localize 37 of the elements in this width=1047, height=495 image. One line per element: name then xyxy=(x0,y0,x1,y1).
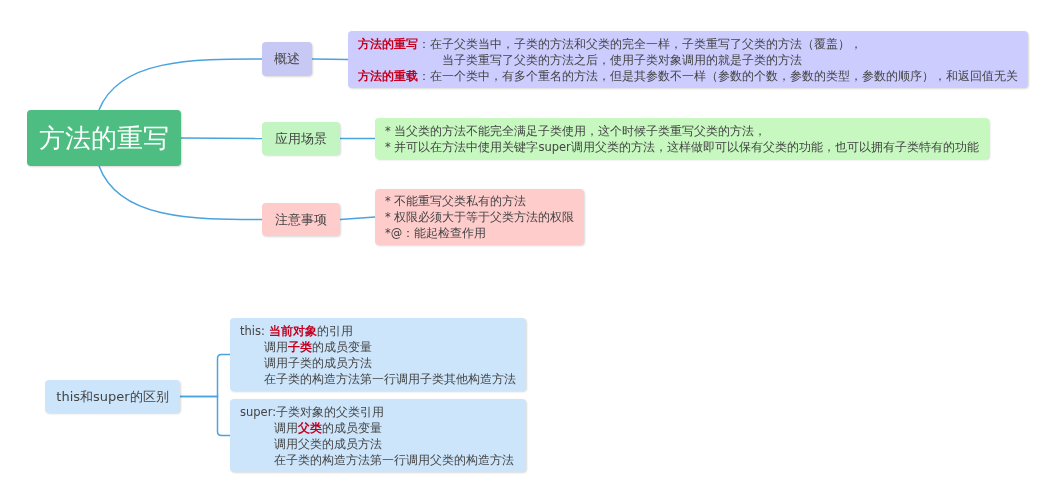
text-line: this和super的区别 xyxy=(56,387,169,406)
text-line: 方法的重载：在一个类中，有多个重名的方法，但是其参数不一样（参数的个数，参数的类型，参数的顺序），和返回值无关 xyxy=(358,67,1018,84)
topic-box xyxy=(262,122,340,155)
topic-box xyxy=(262,203,340,236)
text-line: 当子类重写了父类的方法之后，使用子类对象调用的就是子类的方法 xyxy=(441,51,802,68)
connector-line xyxy=(98,165,263,221)
text-line: * 不能重写父类私有的方法 xyxy=(385,193,527,209)
text-line: * 并可以在方法中使用关键字super调用父类的方法，这样做即可以保有父类的功能，也可以拥有子类特有的功能 xyxy=(385,138,979,155)
text-line: * 当父类的方法不能完全满足子类使用，这个时候子类重写父类的方法， xyxy=(385,122,767,139)
text-line: this: 当前对象的引用 xyxy=(240,322,353,339)
note-box xyxy=(230,399,526,472)
topic-box xyxy=(262,42,312,76)
note-box xyxy=(348,31,1028,88)
connector-line xyxy=(339,137,376,140)
note-box xyxy=(375,189,584,245)
text-line: 注意事项 xyxy=(275,210,327,229)
connector-line xyxy=(98,58,263,111)
text-line: 调用父类的成员方法 xyxy=(273,435,382,452)
text-line: *@：能起检查作用 xyxy=(385,225,487,241)
text-line: 调用子类的成员变量 xyxy=(263,338,372,355)
text-line: 在子类的构造方法第一行调用父类的构造方法 xyxy=(273,451,514,468)
text-line: 调用子类的成员方法 xyxy=(263,354,372,371)
central-topic xyxy=(27,110,181,166)
text-line: * 权限必须大于等于父类方法的权限 xyxy=(385,209,575,225)
text-line: 概述 xyxy=(274,50,300,68)
topic-box xyxy=(45,380,180,413)
connector-line xyxy=(311,58,349,61)
text-line: 应用场景 xyxy=(275,129,327,148)
text-line: 调用父类的成员变量 xyxy=(273,419,382,436)
text-line: super:子类对象的父类引用 xyxy=(240,403,385,420)
note-box xyxy=(230,318,526,391)
note-box xyxy=(375,118,989,159)
text-line: 方法的重写 xyxy=(39,121,169,155)
connector-line xyxy=(180,137,263,140)
text-line: 在子类的构造方法第一行调用子类其他构造方法 xyxy=(263,370,516,387)
text-line: 方法的重写：在子父类当中，子类的方法和父类的完全一样，子类重写了父类的方法（覆盖）， xyxy=(358,35,862,52)
connector-line xyxy=(339,216,376,221)
